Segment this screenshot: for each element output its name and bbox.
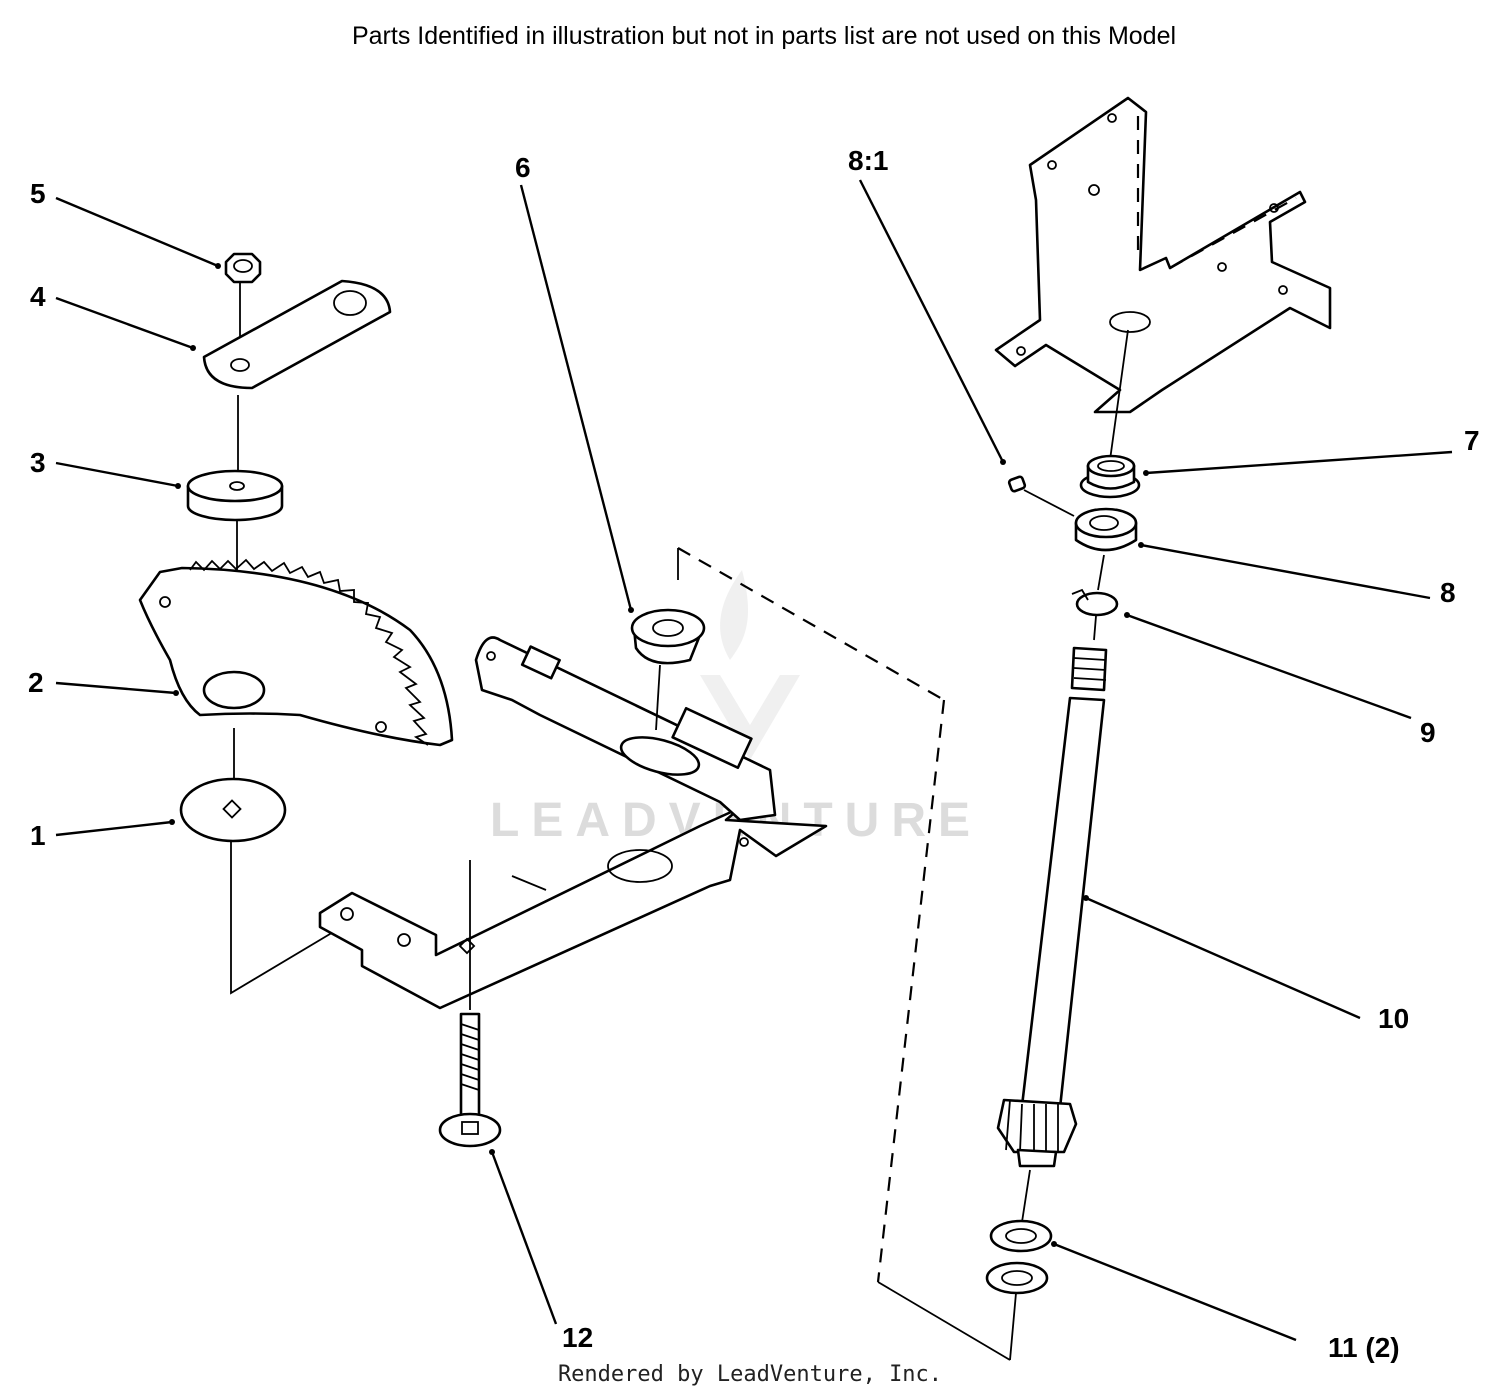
part-5-nut — [224, 252, 262, 284]
part-11-washers — [985, 1219, 1053, 1295]
callout-8: 8 — [1440, 577, 1456, 608]
part-9-retaining-clip — [1071, 588, 1119, 617]
leader-assembly-left — [230, 840, 336, 995]
bracket-plate — [318, 636, 828, 1010]
part-8-1-set-screw — [1007, 475, 1075, 517]
part-12-carriage-bolt — [438, 940, 502, 1148]
callout-9: 9 — [1420, 717, 1436, 748]
part-8-bearing — [1074, 507, 1138, 552]
centerline-6 — [655, 664, 661, 731]
leader-lines — [55, 179, 1453, 1342]
part-steering-support-bracket — [994, 96, 1332, 414]
callout-10: 10 — [1378, 1003, 1409, 1034]
callout-2: 2 — [28, 667, 44, 698]
assembly-path-dashed — [677, 547, 1011, 1361]
callout-8-1: 8:1 — [848, 145, 888, 176]
callout-6: 6 — [515, 152, 531, 183]
callout-12: 12 — [562, 1322, 593, 1353]
part-6-bushing — [630, 608, 706, 665]
callout-7: 7 — [1464, 425, 1480, 456]
part-7-flange-bushing — [1079, 454, 1141, 499]
watermark-logo — [700, 570, 800, 760]
callout-4: 4 — [30, 281, 46, 312]
part-4-plate — [202, 279, 392, 390]
centerline-8-9 — [1097, 554, 1105, 591]
centerline-11-bottom — [1009, 1292, 1017, 1361]
header-note: Parts Identified in illustration but not… — [351, 22, 1177, 50]
part-10-steering-shaft — [996, 646, 1108, 1168]
callout-3: 3 — [30, 447, 46, 478]
part-1-washer — [179, 777, 287, 843]
footer-credit: Rendered by LeadVenture, Inc. — [557, 1362, 943, 1387]
part-3-spacer — [186, 469, 284, 522]
callout-1: 1 — [30, 820, 46, 851]
callout-11: 11 (2) — [1328, 1332, 1400, 1363]
centerline-9-10 — [1093, 615, 1097, 641]
centerline-10-11 — [1021, 1169, 1031, 1223]
callout-5: 5 — [30, 178, 46, 209]
part-2-sector-gear — [138, 558, 454, 747]
centerline-right-top — [1109, 329, 1129, 461]
